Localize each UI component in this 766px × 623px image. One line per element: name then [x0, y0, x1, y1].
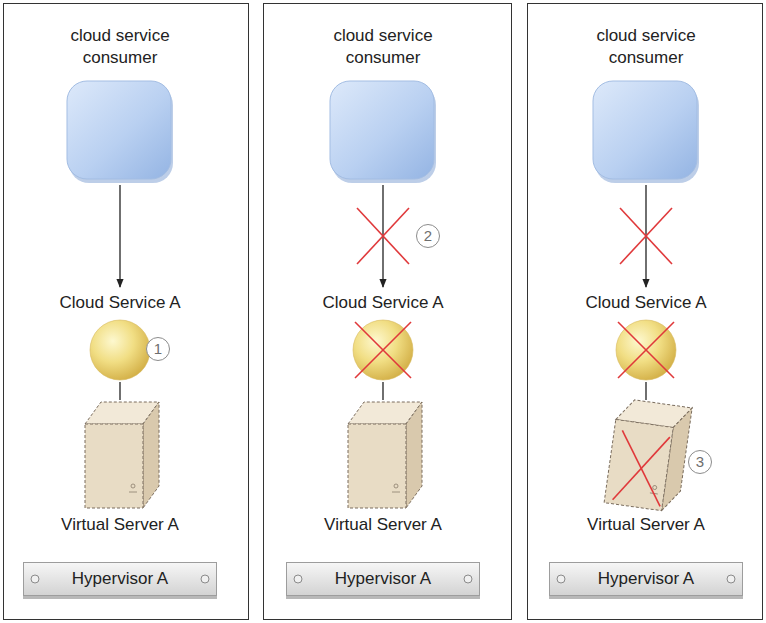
- consumer-icon-face: [593, 81, 697, 179]
- cloud-service-node: Cloud Service A: [303, 292, 463, 382]
- hypervisor-bolt: [464, 575, 472, 583]
- service-sphere: [606, 318, 686, 382]
- server-side: [406, 402, 422, 508]
- hypervisor-bolt: [31, 575, 39, 583]
- failure-cross: [357, 208, 409, 264]
- virtual-server-node: Virtual Server A: [35, 400, 205, 536]
- line-connector: [382, 382, 383, 400]
- arrow-connector: [119, 185, 120, 287]
- consumer-icon-face: [67, 81, 171, 179]
- consumer-icon-face: [330, 81, 434, 179]
- server-front: [85, 424, 143, 508]
- consumer-node: cloud service consumer: [303, 25, 463, 185]
- failure-cross: [618, 322, 674, 378]
- cloud-service-node: Cloud Service A: [566, 292, 726, 382]
- callout-number: 2: [416, 224, 440, 248]
- service-sphere-body: [353, 320, 413, 380]
- line-connector: [119, 382, 120, 400]
- callout-number: 3: [688, 450, 712, 474]
- hypervisor-bolt: [727, 575, 735, 583]
- panel-frame: [4, 4, 249, 620]
- callout-text: 1: [154, 340, 162, 357]
- line-connector: [645, 382, 646, 400]
- node-label: cloud service consumer: [55, 25, 185, 69]
- consumer-node: cloud service consumer: [40, 25, 200, 185]
- node-label: Virtual Server A: [35, 514, 205, 536]
- node-label: Cloud Service A: [40, 292, 200, 314]
- server-front: [604, 419, 673, 510]
- cloud-service-node: Cloud Service A: [40, 292, 200, 382]
- failure-cross: [618, 322, 674, 378]
- panel-frame: [528, 4, 763, 620]
- hypervisor-bolt: [294, 575, 302, 583]
- server-button: [394, 484, 398, 488]
- failure-cross: [620, 208, 672, 264]
- hypervisor-node: Hypervisor A: [549, 562, 743, 596]
- callout-number: 1: [146, 337, 170, 361]
- server-icon: [591, 400, 701, 510]
- consumer-icon: [591, 79, 701, 185]
- server-slot: [392, 492, 400, 493]
- failure-cross: [613, 430, 670, 506]
- node-label: cloud service consumer: [581, 25, 711, 69]
- callout-text: 3: [696, 453, 704, 470]
- hypervisor-node: Hypervisor A: [23, 562, 217, 596]
- hypervisor-bolt: [201, 575, 209, 583]
- hypervisor-bolt: [557, 575, 565, 583]
- hypervisor-node: Hypervisor A: [286, 562, 480, 596]
- server-icon: [65, 400, 175, 510]
- node-label: Virtual Server A: [298, 514, 468, 536]
- consumer-node: cloud service consumer: [566, 25, 726, 185]
- node-label: Cloud Service A: [566, 292, 726, 314]
- server-side: [143, 402, 159, 508]
- failure-cross: [355, 322, 411, 378]
- server-front: [348, 424, 406, 508]
- node-label: cloud service consumer: [318, 25, 448, 69]
- server-button: [131, 484, 135, 488]
- failure-cross: [355, 322, 411, 378]
- service-sphere-body: [616, 320, 676, 380]
- node-label: Hypervisor A: [550, 563, 742, 595]
- callout-text: 2: [424, 227, 432, 244]
- service-sphere-body: [90, 320, 150, 380]
- server-icon: [328, 400, 438, 510]
- failure-cross-group: [357, 208, 409, 264]
- server-slot: [129, 492, 137, 493]
- virtual-server-node: Virtual Server A: [298, 400, 468, 536]
- panel-frame: [264, 4, 512, 620]
- failure-cross: [613, 430, 670, 506]
- failure-cross: [357, 208, 409, 264]
- failure-cross-group: [620, 208, 672, 264]
- server-button: [652, 485, 657, 490]
- node-label: Hypervisor A: [287, 563, 479, 595]
- failure-cross: [620, 208, 672, 264]
- service-sphere: [343, 318, 423, 382]
- consumer-icon: [328, 79, 438, 185]
- node-label: Virtual Server A: [561, 514, 731, 536]
- consumer-icon: [65, 79, 175, 185]
- node-label: Hypervisor A: [24, 563, 216, 595]
- node-label: Cloud Service A: [303, 292, 463, 314]
